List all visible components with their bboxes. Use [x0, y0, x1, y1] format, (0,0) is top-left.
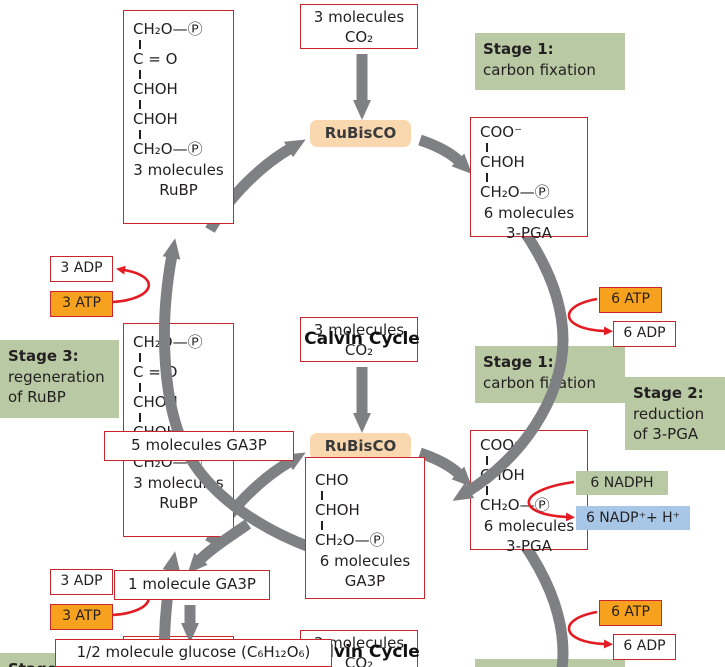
atp6-box: 6 ATP [599, 287, 662, 313]
ga3p1-box: 1 molecule GA3P [114, 570, 270, 600]
bond-line [139, 383, 141, 392]
ga3p5-box: 5 molecules GA3P [104, 431, 294, 461]
co2-formula-line: CO₂ [344, 654, 374, 667]
stage1-text: carbon fixation [483, 61, 596, 79]
nadph-to-nadp-arrow [527, 480, 575, 522]
atp-to-adp-arrow-right [567, 610, 613, 649]
pga-to-ga3p-arc [452, 227, 569, 501]
atp-to-adp-arrow-right [567, 297, 613, 336]
formula-line: CH₂O—Ⓟ [480, 183, 550, 201]
formula-line: COO⁻ [480, 123, 523, 141]
bond-line [486, 143, 488, 152]
formula-line: CHOH [133, 110, 178, 128]
bond-line [486, 456, 488, 465]
bond-line [139, 413, 141, 422]
molecule-count-label: 6 molecules [319, 552, 411, 570]
rubisco-to-pga-arc [418, 134, 473, 175]
co2-formula-line: CO₂ [344, 28, 374, 46]
stage3-text: of RuBP [8, 388, 66, 406]
molecule-name-label: RuBP [159, 181, 198, 199]
rubisco-enzyme-pill: RuBisCO [310, 433, 411, 460]
stage2-heading: Stage 2: [633, 384, 704, 402]
formula-line: C = O [133, 50, 178, 68]
bond-line [139, 353, 141, 362]
bond-line [139, 70, 141, 79]
co2-box: 3 molecules CO₂ [300, 4, 418, 49]
bond-line [139, 40, 141, 49]
cycle-title: Calvin Cycle [304, 329, 420, 349]
bond-line [139, 100, 141, 109]
formula-line: CHOH [480, 153, 525, 171]
stage1-text: carbon fixation [483, 374, 596, 392]
stage2-label-box: Stage 2: reduction of 3-PGA [625, 377, 725, 450]
nadp-box: 6 NADP⁺+ H⁺ [576, 506, 690, 530]
atp3-box: 3 ATP [50, 291, 113, 317]
ga3p-to-rubp-arc [159, 238, 314, 554]
formula-line: CHOH [133, 80, 178, 98]
adp6-box: 6 ADP [613, 321, 676, 347]
co2-count-line: 3 molecules [313, 634, 405, 652]
stage2-text: reduction [633, 405, 705, 423]
molecule-count-label: 6 molecules [483, 517, 575, 535]
co2-box: 3 molecules CO₂ [300, 317, 418, 362]
molecule-name-label: 3-PGA [506, 537, 552, 555]
ga3p-box: CHO CHOH CH₂O—Ⓟ 6 molecules GA3P [305, 457, 425, 599]
atp6-box: 6 ATP [599, 600, 662, 626]
ga3p-to-rubp-arc [159, 551, 181, 667]
stage1-label-box: Stage 1: carbon fixation [475, 33, 625, 90]
formula-line: CHO [315, 471, 349, 489]
formula-line: CH₂O—Ⓟ [133, 140, 203, 158]
co2-formula-line: CO₂ [344, 341, 374, 359]
rubisco-enzyme-pill: RuBisCO [310, 120, 411, 147]
cycle-title: Calvin Cycle [304, 642, 420, 662]
adp3-box: 3 ADP [50, 256, 113, 282]
formula-line: CH₂O—Ⓟ [315, 531, 385, 549]
nadph-box: 6 NADPH [576, 471, 668, 495]
stage1-heading: Stage 1: [483, 353, 554, 371]
molecule-count-label: 3 molecules [133, 161, 224, 179]
bond-line [321, 491, 323, 500]
pga-box: COO⁻ CHOH CH₂O—Ⓟ 6 molecules 3-PGA [470, 117, 588, 242]
stage3-heading: Stage 3: [8, 659, 111, 667]
stage1-heading: Stage 1: [483, 40, 554, 58]
stage3-heading: Stage 3: [8, 347, 79, 365]
molecule-name-label: RuBP [159, 494, 198, 512]
glucose-box: 1/2 molecule glucose (C₆H₁₂O₆) [55, 639, 332, 667]
molecule-name-label: 3-PGA [506, 224, 552, 242]
molecule-name-label: GA3P [344, 572, 386, 590]
rubp-box: CH₂O—Ⓟ C = O CHOH CHOH CH₂O—Ⓟ 3 molecule… [123, 10, 234, 224]
molecule-count-label: 6 molecules [483, 204, 575, 222]
bond-line [139, 130, 141, 139]
atp-to-adp-arrow-left [112, 265, 151, 304]
pga-to-ga3p-arc [519, 540, 569, 667]
adp3-box: 3 ADP [50, 569, 113, 595]
stage3-label-box: Stage 3: regeneration of RuBP [0, 340, 119, 418]
bond-line [321, 521, 323, 530]
adp6-box: 6 ADP [613, 634, 676, 660]
stage3-text: regeneration [8, 368, 105, 386]
bond-line [486, 173, 488, 182]
co2-count-line: 3 molecules [313, 321, 405, 339]
formula-line: CHOH [315, 501, 360, 519]
co2-count-line: 3 molecules [313, 8, 405, 26]
formula-line: CH₂O—Ⓟ [133, 20, 203, 38]
rubisco-to-pga-arc [418, 447, 473, 488]
bond-line [486, 486, 488, 495]
atp3-box: 3 ATP [50, 604, 113, 630]
ga3p-export-arrow [187, 519, 252, 574]
stage2-text: of 3-PGA [633, 425, 699, 443]
